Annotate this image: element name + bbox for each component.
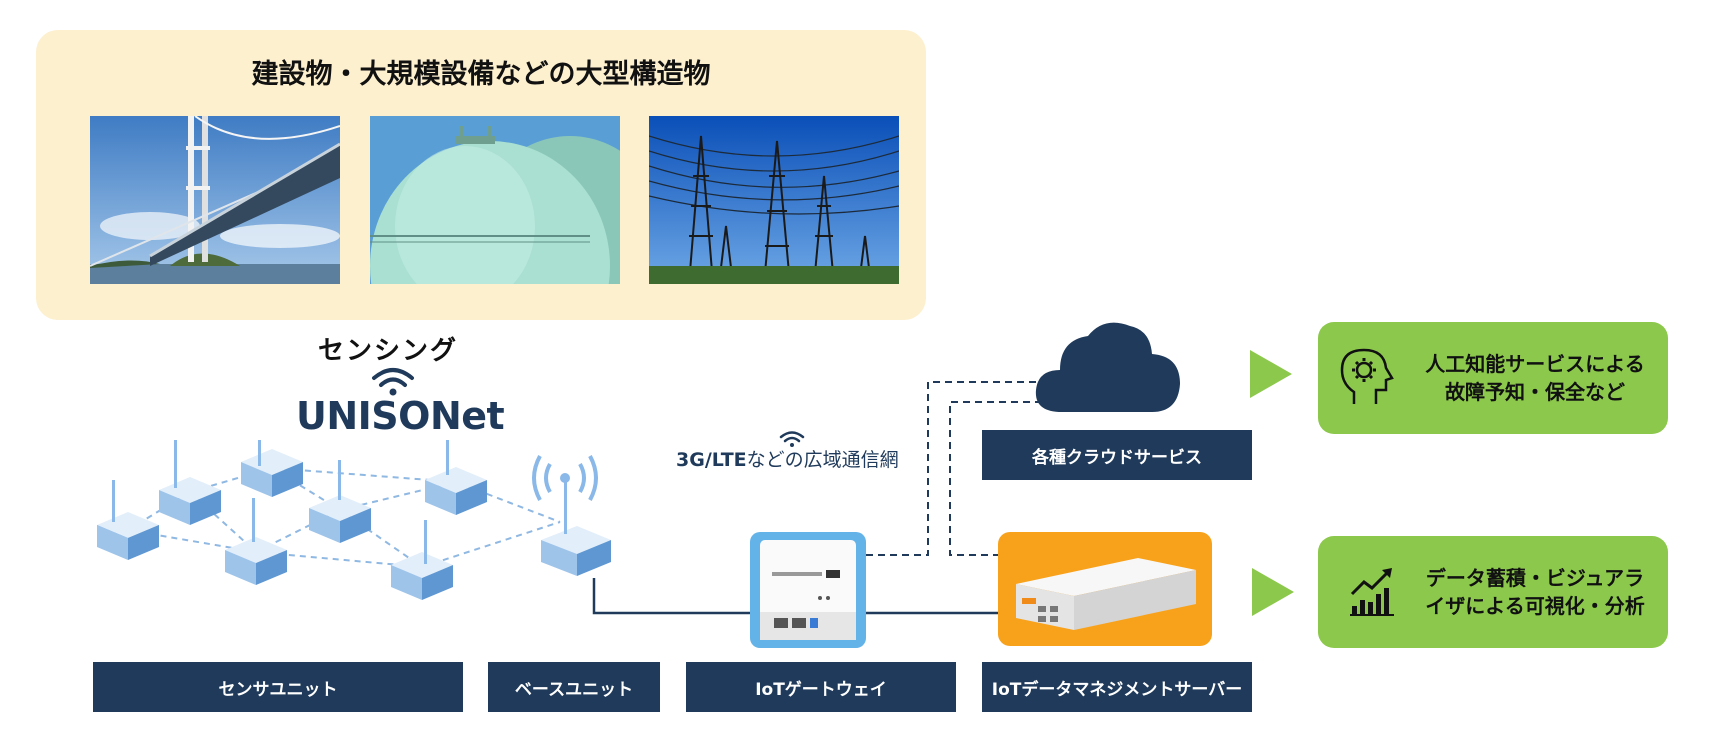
ai-head-icon: [1340, 348, 1394, 404]
power-tower-photo: [649, 116, 899, 284]
arrow-right-icon: [1250, 350, 1292, 398]
sensor-unit-icon: [97, 480, 159, 560]
wan-label: 3G/LTEなどの広域通信網: [676, 449, 899, 471]
sensing-label: センシング: [318, 336, 459, 366]
wifi-icon: [372, 368, 414, 396]
unisonet-logo: UNISONet: [296, 394, 505, 438]
visualization-line1: データ蓄積・ビジュアラ: [1425, 566, 1645, 590]
base-unit-label: ベースユニット: [488, 662, 660, 712]
sensor-unit-icon: [425, 440, 487, 515]
iot-server-label: IoTデータマネジメントサーバー: [982, 662, 1252, 712]
structures-title: 建設物・大規模設備などの大型構造物: [251, 59, 711, 90]
sensor-unit-icon: [225, 498, 287, 585]
growth-chart-icon: [1350, 568, 1394, 616]
sensor-unit-label: センサユニット: [93, 662, 463, 712]
arrow-right-icon: [1252, 568, 1294, 616]
iot-gateway-device: [750, 532, 866, 648]
sensor-unit-icon: [159, 440, 221, 525]
ai-service-line1: 人工知能サービスによる: [1425, 352, 1645, 376]
bridge-photo: [90, 116, 340, 284]
visualization-box: データ蓄積・ビジュアラ イザによる可視化・分析: [1318, 536, 1668, 648]
cloud-icon: [1035, 322, 1180, 412]
sensor-unit-icon: [309, 460, 371, 543]
sensor-mesh-network: [97, 440, 611, 600]
iot-gateway-label: IoTゲートウェイ: [686, 662, 956, 712]
gas-tank-photo: [370, 116, 620, 284]
ai-service-line2: 故障予知・保全など: [1445, 380, 1625, 404]
iot-server-device: [998, 532, 1212, 646]
cloud-services-label: 各種クラウドサービス: [982, 430, 1252, 480]
base-unit-icon: [532, 455, 611, 576]
sensor-unit-icon: [241, 440, 303, 497]
ai-service-box: 人工知能サービスによる 故障予知・保全など: [1318, 322, 1668, 434]
wifi-icon: [779, 431, 805, 447]
visualization-line2: イザによる可視化・分析: [1425, 594, 1645, 618]
sensor-unit-icon: [391, 520, 453, 600]
